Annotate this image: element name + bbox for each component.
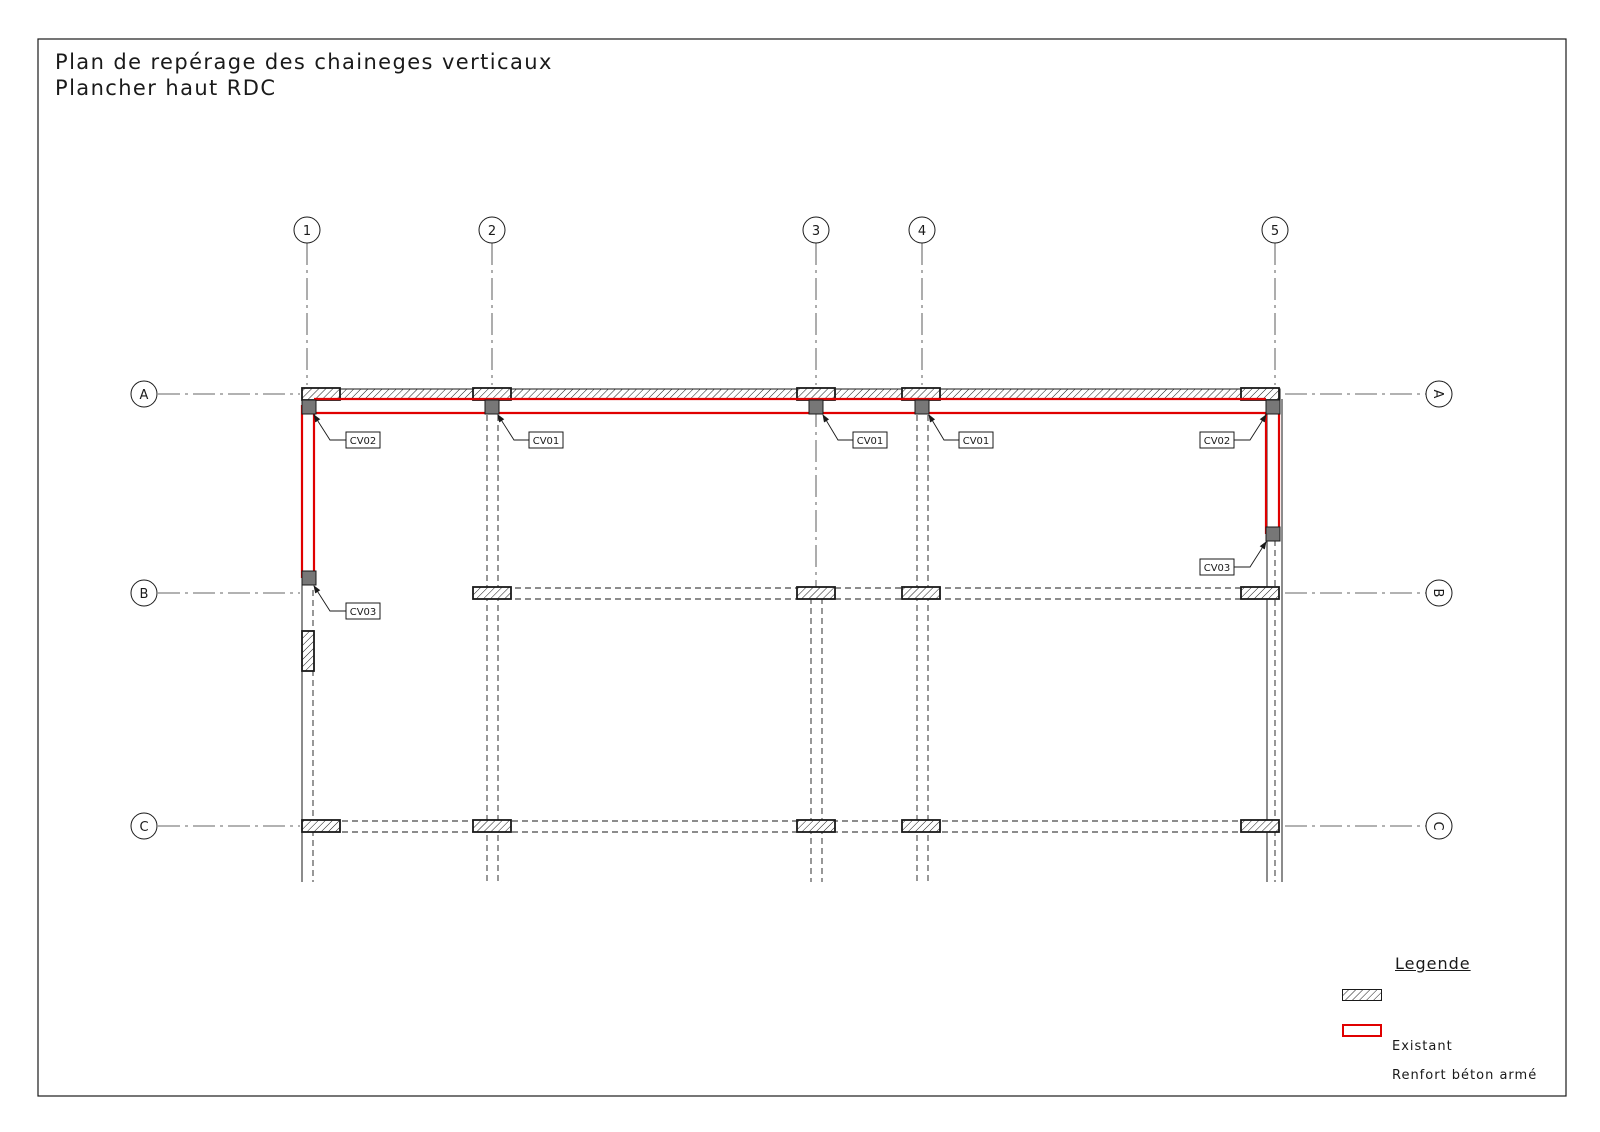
- post-c2: [472, 819, 512, 833]
- row-bubble-b-right: B: [1425, 579, 1453, 607]
- post-c4: [901, 819, 941, 833]
- legend-existant-label: Existant: [1392, 1039, 1453, 1054]
- column-label-1: 1: [303, 224, 311, 239]
- legend-title: Legende: [1395, 954, 1471, 973]
- tag-a5: CV02: [1199, 431, 1235, 449]
- post-c1: [301, 819, 341, 833]
- existing-posts: [301, 387, 1280, 833]
- legend-existant-swatch: [1342, 989, 1382, 1001]
- row-bubble-b-left: B: [130, 579, 158, 607]
- axis-lines: [158, 243, 1427, 827]
- row-bubble-c-right: C: [1425, 812, 1453, 840]
- tag-a4-label: CV01: [963, 436, 990, 447]
- row-label-a-right: A: [1430, 390, 1445, 399]
- existing-wall-row-a: [301, 388, 1281, 400]
- leader-lines: [313, 414, 1267, 612]
- post-b5: [1240, 586, 1280, 600]
- row-bubble-c-left: C: [130, 812, 158, 840]
- chainage-a1: [301, 399, 317, 415]
- tag-a5-label: CV02: [1204, 436, 1231, 447]
- tag-b5: CV03: [1199, 558, 1235, 576]
- tag-b1-label: CV03: [350, 607, 377, 618]
- row-label-a-left: A: [140, 388, 149, 403]
- legend-renfort-label: Renfort béton armé: [1392, 1068, 1538, 1083]
- hidden-beams: [302, 405, 1276, 882]
- tag-a3-label: CV01: [857, 436, 884, 447]
- tag-a2-label: CV01: [533, 436, 560, 447]
- chainage-a2: [484, 399, 500, 415]
- drawing-title: Plan de repérage des chaineges verticaux: [55, 50, 553, 74]
- row-bubble-a-right: A: [1425, 380, 1453, 408]
- post-c5: [1240, 819, 1280, 833]
- tag-a1-label: CV02: [350, 436, 377, 447]
- column-label-5: 5: [1271, 224, 1279, 239]
- row-bubble-a-left: A: [130, 380, 158, 408]
- tag-a2: CV01: [528, 431, 564, 449]
- column-bubble-1: 1: [293, 216, 321, 244]
- column-bubble-5: 5: [1261, 216, 1289, 244]
- row-label-c-right: C: [1430, 821, 1445, 830]
- post-b2: [472, 586, 512, 600]
- post-b4: [901, 586, 941, 600]
- post-c3: [796, 819, 836, 833]
- column-bubbles: 1 2 3 4 5: [293, 216, 1289, 244]
- column-label-2: 2: [488, 224, 496, 239]
- column-bubble-3: 3: [802, 216, 830, 244]
- chainage-tags: CV02 CV01 CV01 CV01 CV02 CV03 CV03: [345, 431, 1235, 620]
- legend: Legende: [1330, 954, 1570, 1054]
- row-label-b-right: B: [1430, 589, 1445, 598]
- tag-b1: CV03: [345, 602, 381, 620]
- tag-b5-label: CV03: [1204, 563, 1231, 574]
- post-col1-vertical: [301, 630, 315, 672]
- chainage-a3: [808, 399, 824, 415]
- column-bubble-2: 2: [478, 216, 506, 244]
- vertical-chainages: [301, 399, 1281, 586]
- row-label-b-left: B: [140, 587, 149, 602]
- sheet-frame: [37, 38, 1567, 1097]
- tag-a4: CV01: [958, 431, 994, 449]
- chainage-b1: [301, 570, 317, 586]
- chainage-a5: [1265, 399, 1281, 415]
- reinforcement-beams: [300, 397, 1281, 578]
- legend-renfort-swatch: [1342, 1024, 1382, 1037]
- row-bubbles: A A B B C C: [130, 380, 1453, 840]
- chainage-a4: [914, 399, 930, 415]
- tag-a3: CV01: [852, 431, 888, 449]
- column-label-3: 3: [812, 224, 820, 239]
- tag-a1: CV02: [345, 431, 381, 449]
- walls-solid: [301, 399, 1283, 882]
- column-label-4: 4: [918, 224, 926, 239]
- column-bubble-4: 4: [908, 216, 936, 244]
- post-b3: [796, 586, 836, 600]
- row-label-c-left: C: [139, 820, 148, 835]
- drawing-subtitle: Plancher haut RDC: [55, 76, 277, 100]
- chainage-b5: [1265, 526, 1281, 542]
